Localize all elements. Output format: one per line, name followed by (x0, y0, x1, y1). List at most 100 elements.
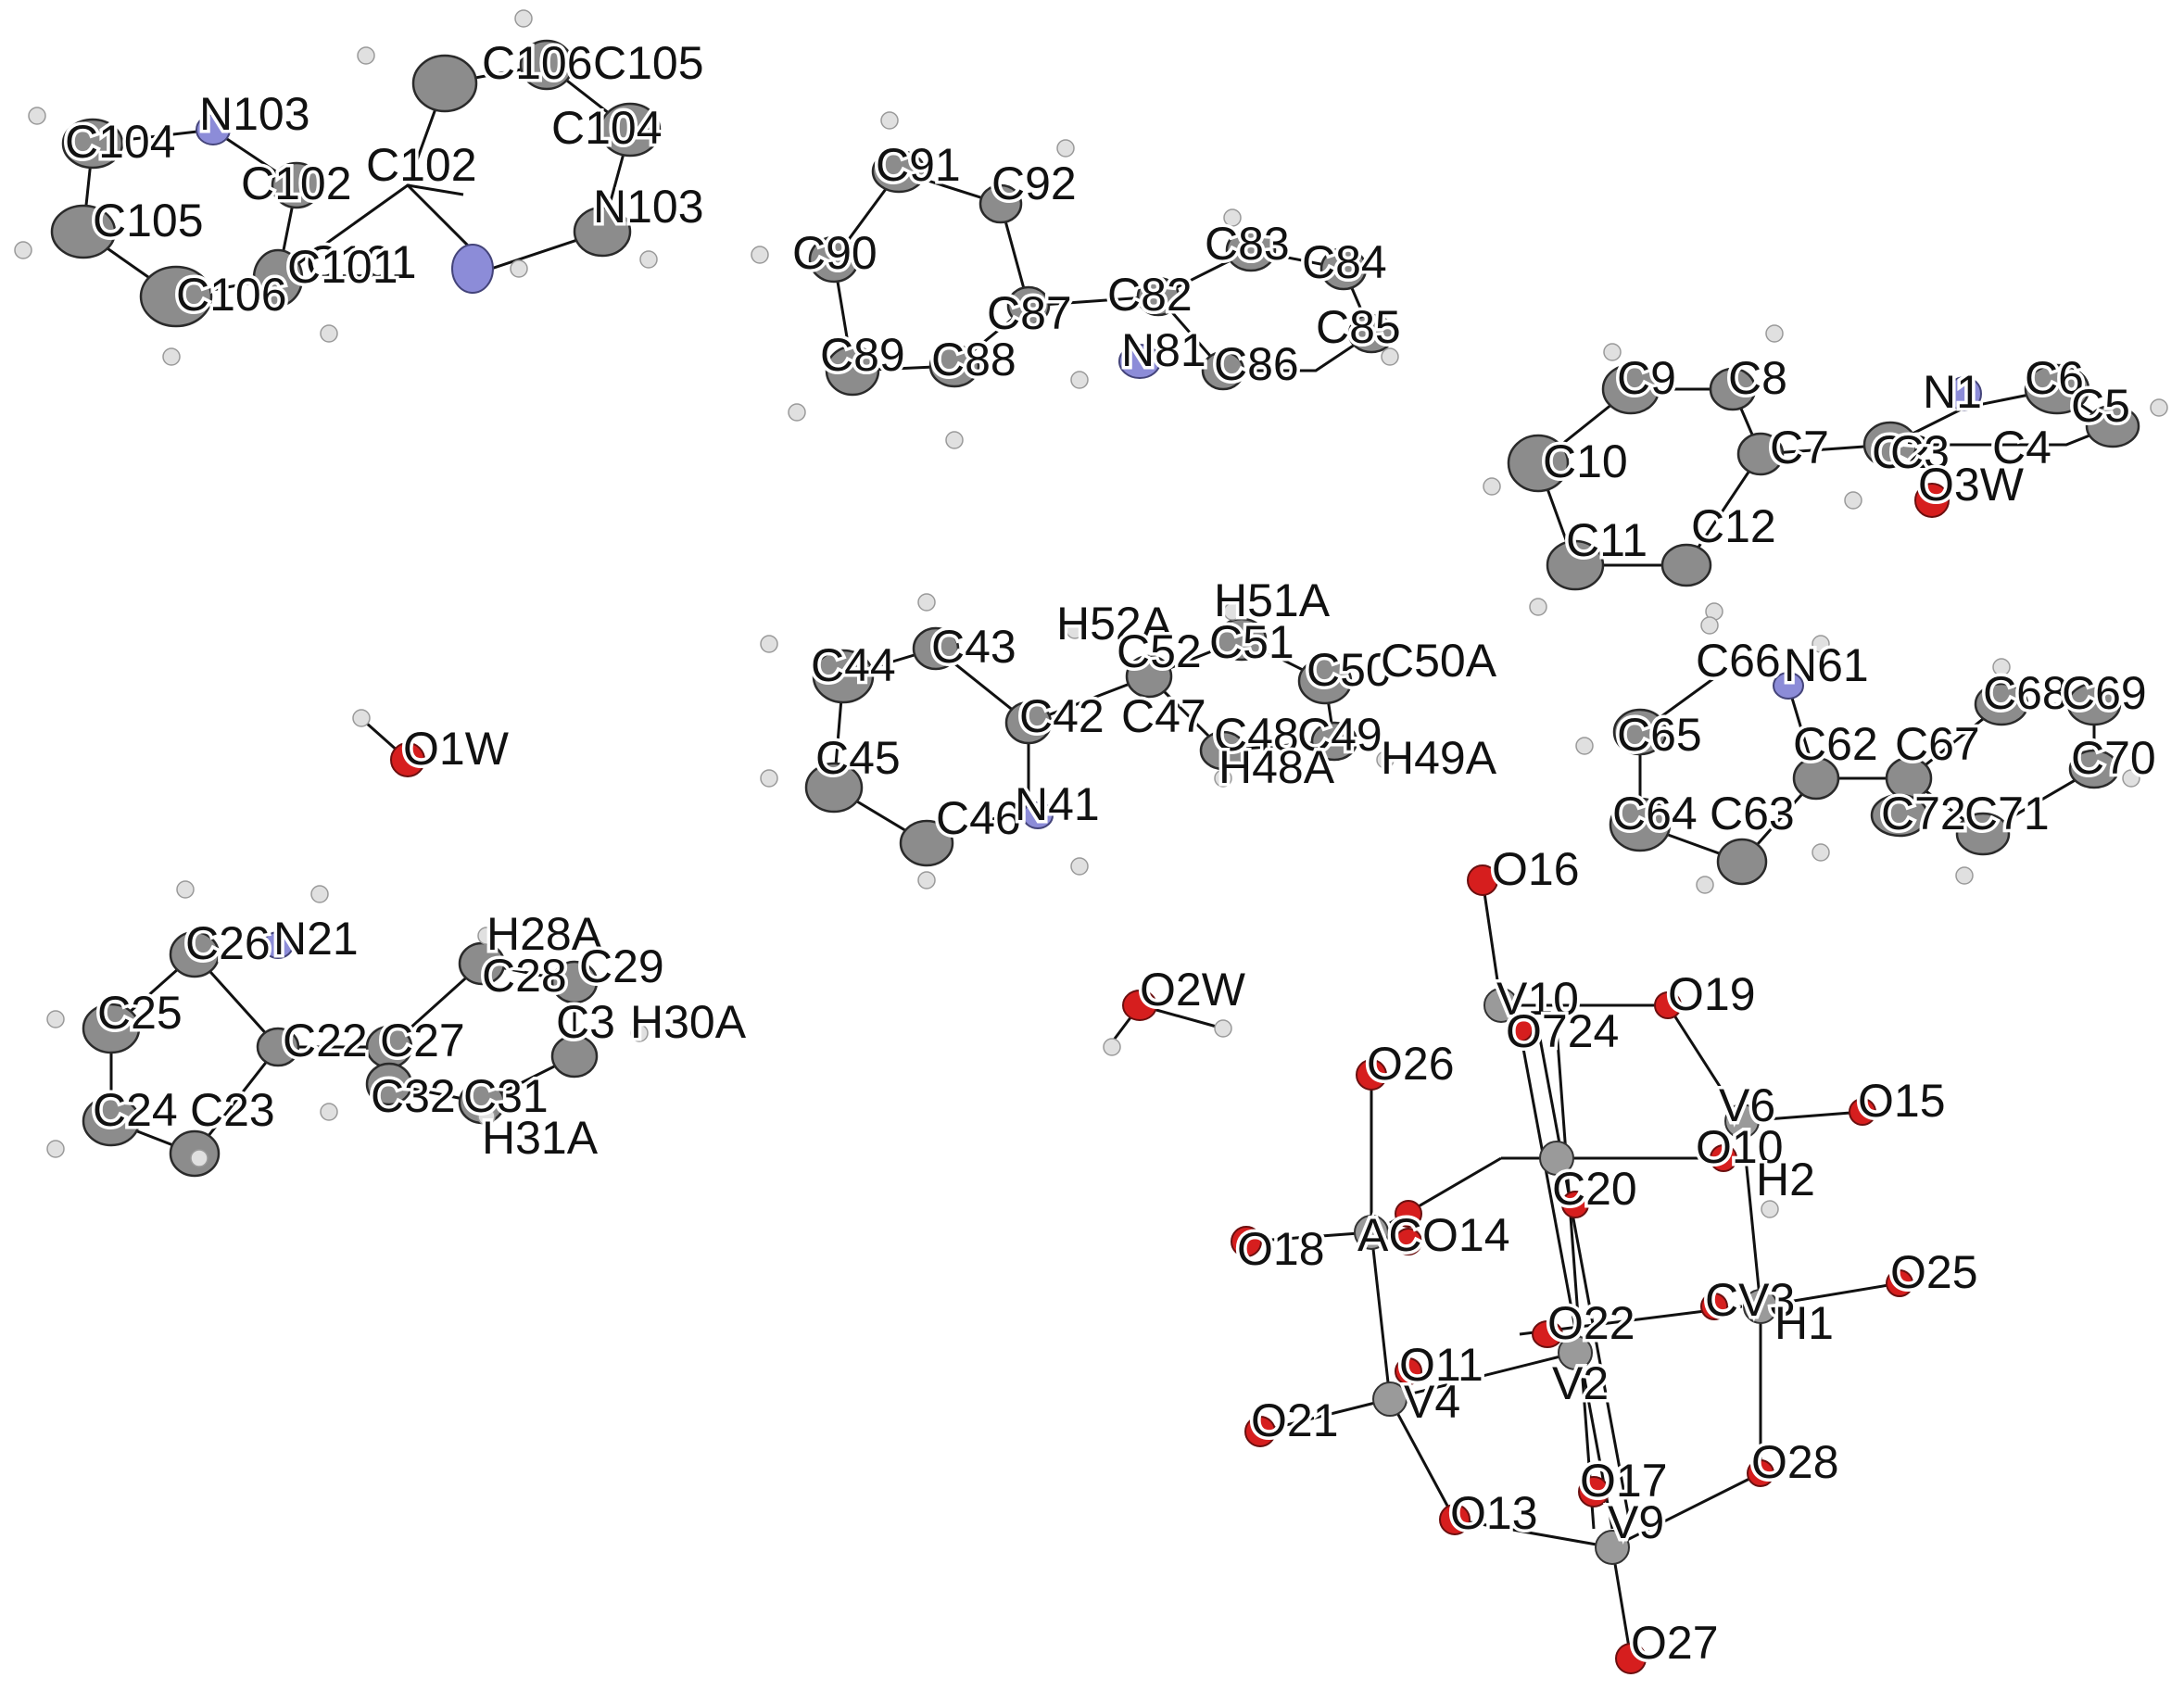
bond-layer (82, 63, 2116, 1659)
atom-label: C49 (1297, 709, 1382, 761)
atom-layer (14, 9, 2168, 1674)
atom-label: C25 (97, 987, 183, 1039)
atom-label: O14 (1422, 1209, 1510, 1261)
atom-label: C7 (1770, 422, 1829, 473)
atom-label: C102 (241, 158, 352, 209)
atom-label: C32 (371, 1070, 456, 1122)
atom-label: N81 (1121, 324, 1206, 376)
atom-label: O1W (403, 723, 510, 775)
atom-label: C102 (366, 139, 477, 191)
atom-label: H30A (630, 996, 747, 1048)
atom-label: C104 (65, 116, 176, 168)
atom-label: C9 (1617, 352, 1676, 404)
atom-label: O11 (1399, 1339, 1483, 1391)
atom-label: C48 (1214, 709, 1299, 761)
atom-label: C3 (556, 996, 615, 1048)
atom-label: C68 (1983, 667, 2068, 719)
atom-label: C86 (1214, 338, 1299, 390)
atom-label: N1 (1923, 366, 1982, 418)
atom-label: C10 (1543, 435, 1628, 487)
atom-label: C31 (463, 1070, 549, 1122)
atom-label: H48A (1218, 741, 1335, 793)
atom-label: C106 (176, 269, 287, 321)
atom-label: O13 (1450, 1487, 1538, 1539)
atom-label: C66 (1696, 635, 1781, 687)
atom-label: C28 (482, 950, 567, 1002)
atom-label: C62 (1793, 718, 1878, 770)
atom-label: O21 (1251, 1394, 1339, 1446)
atom-label: C101 (287, 241, 398, 293)
atom-label: O22 (1547, 1297, 1635, 1349)
atom-label: C47 (1121, 690, 1206, 742)
atom-label: C26 (185, 917, 271, 969)
atom-label: N61 (1784, 639, 1869, 691)
atom-label: C106 (482, 37, 593, 89)
atom-label: C2 (1872, 426, 1931, 478)
atom-label: AC (1357, 1209, 1421, 1261)
atom-label: N103 (199, 88, 310, 140)
atom-label: C51 (1209, 616, 1294, 668)
atom-label: C23 (190, 1084, 275, 1136)
atom-label: O15 (1858, 1075, 1946, 1127)
atom-label: O2W (1140, 964, 1246, 1015)
atom-label: O26 (1367, 1038, 1455, 1090)
atom-label: C92 (991, 158, 1077, 209)
atom-label: H49A (1381, 732, 1497, 784)
atom-label: C84 (1302, 236, 1387, 288)
atom-label: H52A (1056, 598, 1173, 650)
atom-label: C67 (1895, 718, 1980, 770)
atom-label: O19 (1668, 968, 1756, 1020)
atom-label: C101 (306, 236, 417, 288)
atom-label: C64 (1612, 788, 1698, 839)
atom-label: C20 (1552, 1163, 1637, 1215)
atom-label: H31A (482, 1112, 599, 1164)
atom-label: C27 (380, 1015, 465, 1066)
atom-label: C65 (1617, 709, 1702, 761)
atom-label: N103 (593, 181, 704, 233)
atom-label: C42 (1019, 690, 1105, 742)
atom-label: C87 (987, 287, 1072, 339)
atom-label: V2 (1552, 1357, 1609, 1409)
atom-label: C89 (820, 329, 905, 381)
atom-label: V10 (1496, 973, 1579, 1025)
atom-label: C11 (1566, 514, 1647, 566)
atom-label: C63 (1710, 788, 1795, 839)
atom-label: C70 (2071, 732, 2156, 784)
atom-label: N41 (1015, 778, 1100, 830)
atom-label: V9 (1608, 1496, 1664, 1548)
atom-label: C52 (1117, 625, 1202, 677)
atom-label: O724 (1506, 1005, 1619, 1057)
atom-label: V4 (1404, 1376, 1460, 1428)
atom-label: O17 (1580, 1455, 1668, 1507)
atom-label: C5 (2071, 380, 2130, 432)
atom-label: C6 (2025, 352, 2084, 404)
atom-label: O25 (1890, 1246, 1978, 1298)
atom-label: C105 (593, 37, 704, 89)
atom-label: C82 (1107, 269, 1193, 321)
atom-label: C29 (579, 940, 664, 992)
atom-label: C71 (1964, 788, 2050, 839)
atom-label: C44 (811, 639, 896, 691)
atom-label: N21 (273, 913, 359, 965)
atom-label: C69 (2062, 667, 2147, 719)
atom-label: O16 (1492, 843, 1580, 895)
atom-label: O27 (1631, 1617, 1719, 1669)
atom-label: C8 (1728, 352, 1787, 404)
atom-label: C88 (931, 334, 1016, 385)
atom-label: H51A (1214, 574, 1331, 626)
atom-label: C50 (1307, 644, 1392, 696)
atom-label: C4 (1992, 422, 2051, 473)
atom-label: O18 (1237, 1223, 1325, 1275)
atom-label: C104 (551, 102, 663, 154)
atom-label: C72 (1881, 788, 1966, 839)
atom-label: C22 (283, 1015, 368, 1066)
atom-label: C12 (1691, 500, 1776, 552)
atom-label: C91 (876, 139, 961, 191)
atom-label: C105 (93, 195, 204, 246)
atom-label: C85 (1316, 301, 1401, 353)
atom-label: V6 (1719, 1079, 1775, 1131)
atom-label: H2 (1756, 1154, 1815, 1205)
atom-label: C45 (815, 732, 901, 784)
atom-label: C46 (936, 792, 1021, 844)
